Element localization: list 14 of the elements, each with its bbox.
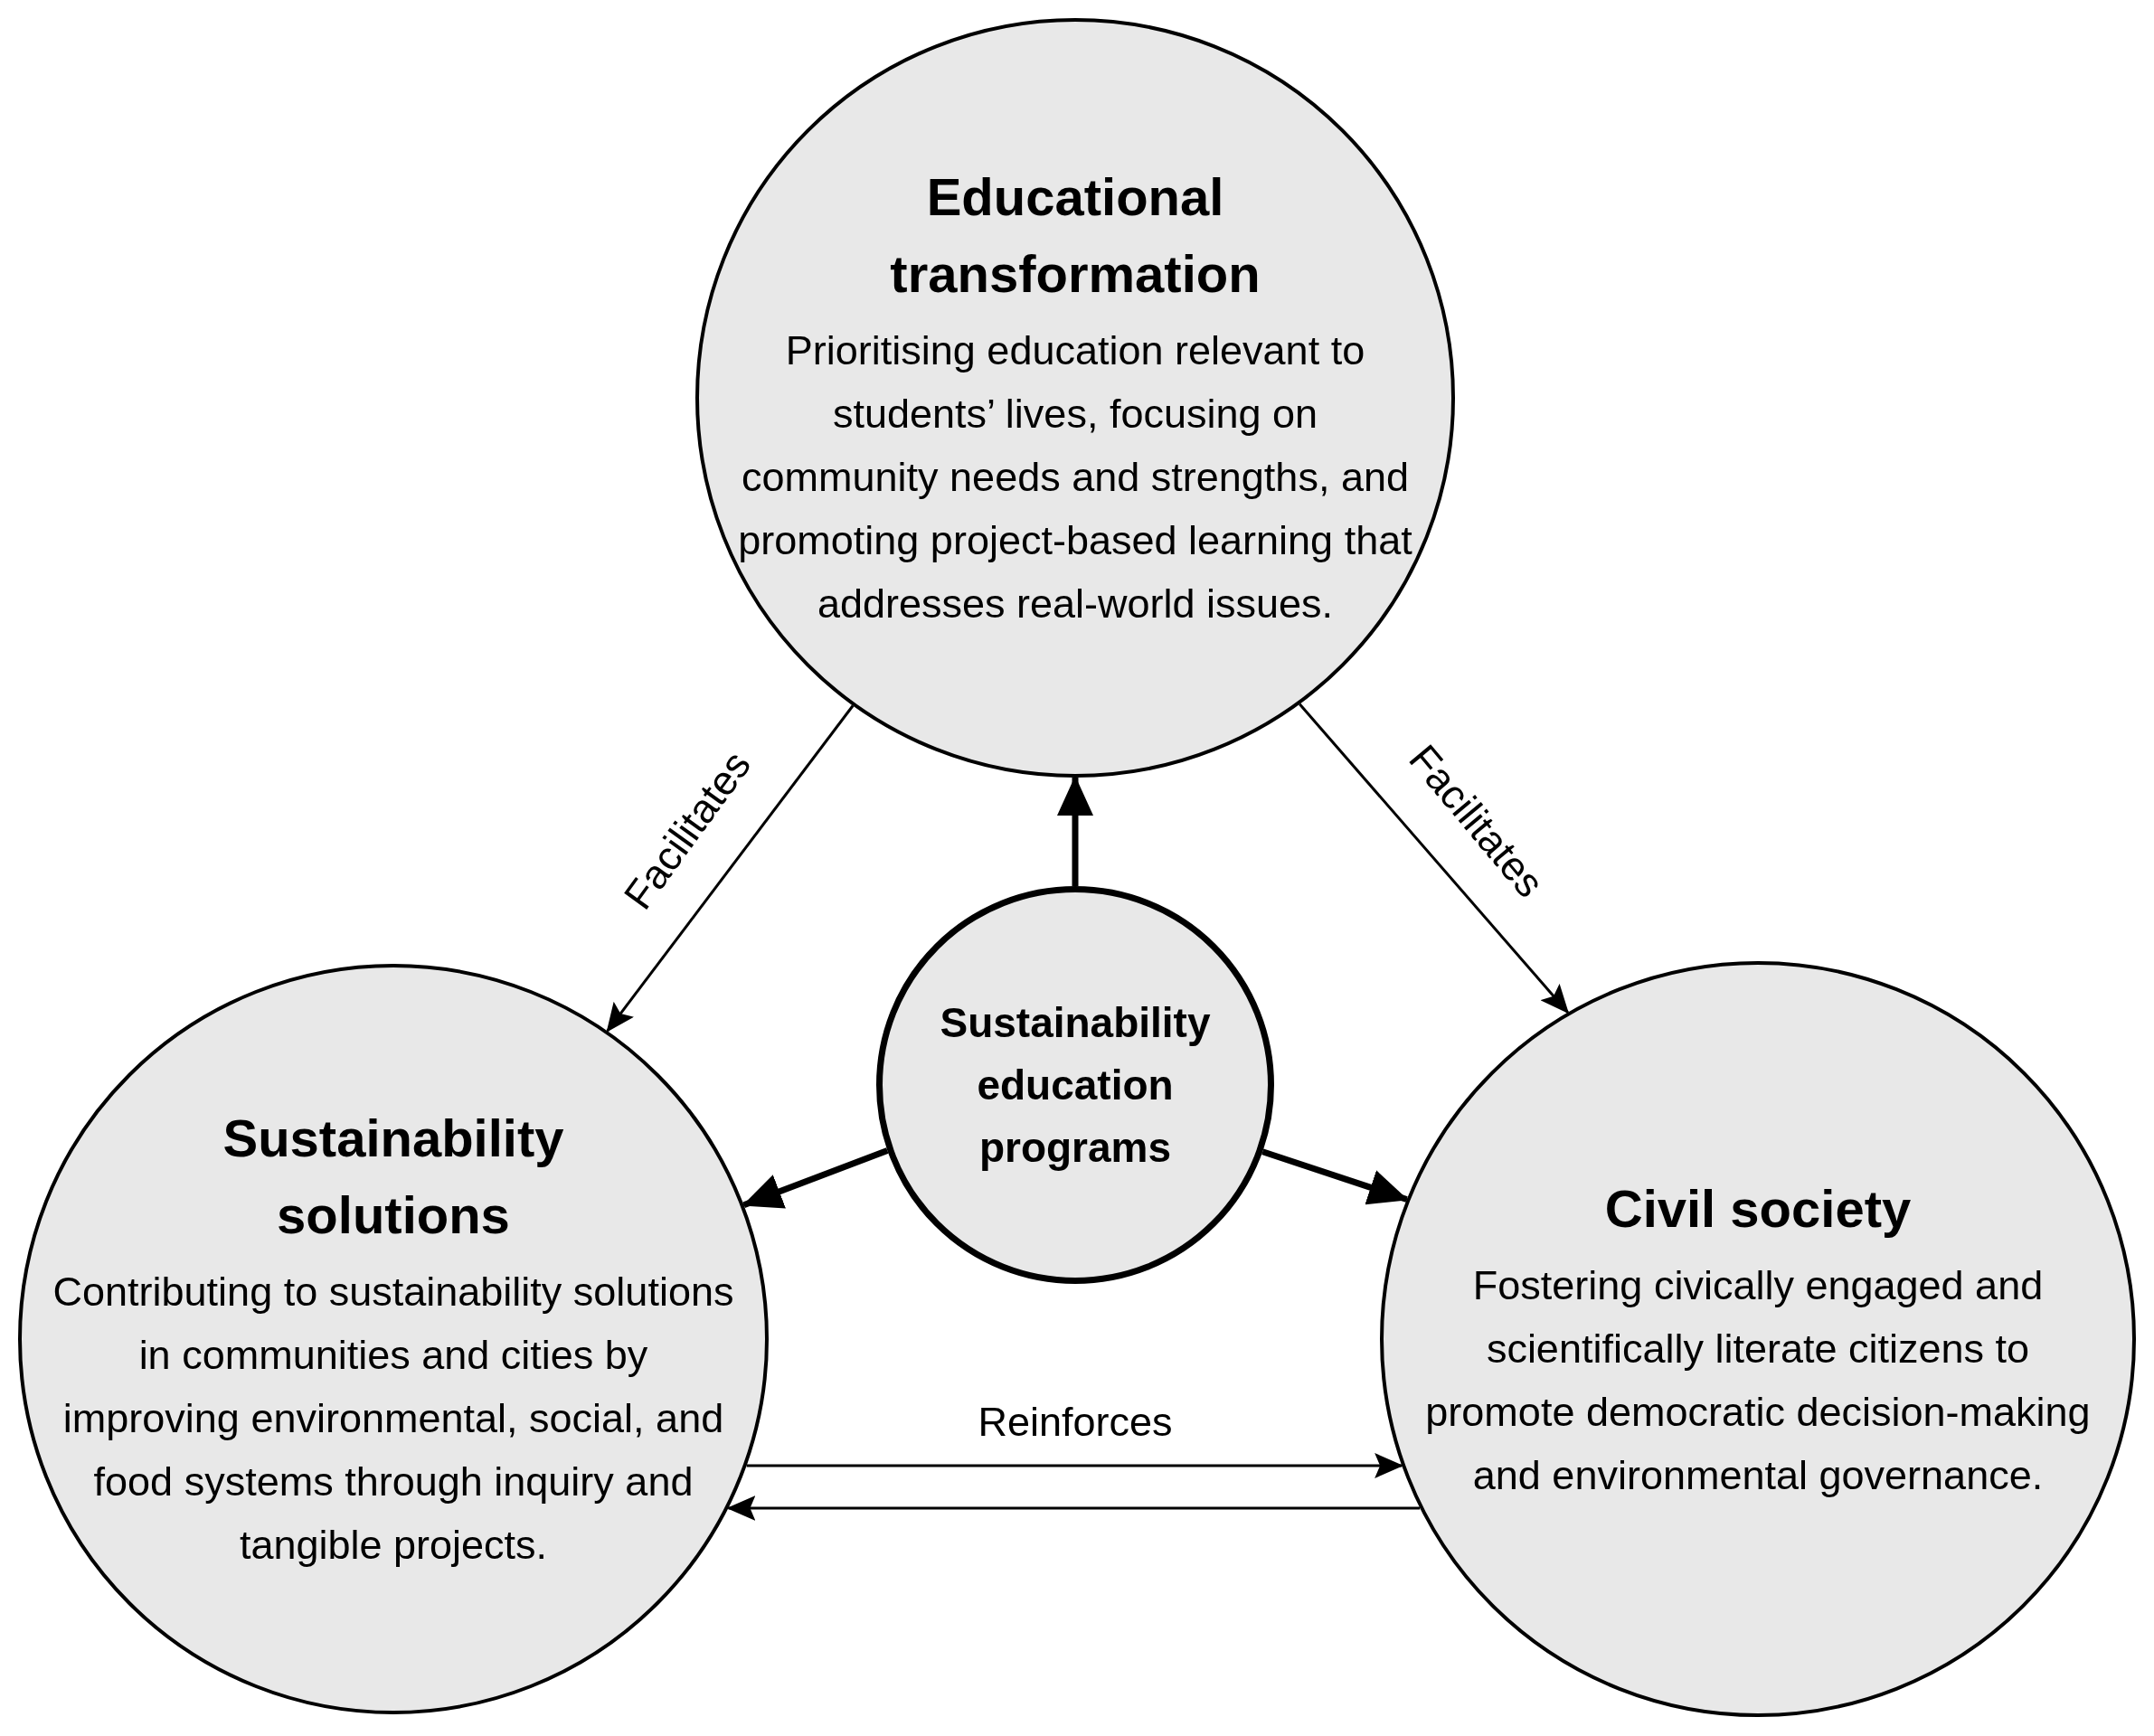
circle-description: Prioritising education relevant to students’ lives, focusing on community needs and strengths, and promoting project-based learning that addresses real-world issues. xyxy=(737,326,1413,629)
arrow xyxy=(726,1495,1421,1521)
circle-description: Fostering civically engaged and scientifically literate citizens to promote democratic decision-making and environmental governance. xyxy=(1424,1260,2092,1501)
arrow xyxy=(1057,776,1093,886)
circle-description: Contributing to sustainability solutions in communities and cities by improving environmental, social, and food systems through inquiry and tangible projects. xyxy=(52,1267,735,1571)
arrow xyxy=(606,704,855,1033)
arrow xyxy=(746,1453,1404,1478)
circle-heading: Sustainability education programs xyxy=(939,997,1212,1173)
circle-heading: Sustainability solutions xyxy=(222,1108,565,1246)
circle-heading: Educational transformation xyxy=(889,166,1261,305)
arrow xyxy=(1261,1148,1409,1205)
arrow xyxy=(1299,703,1570,1014)
circle-heading: Civil society xyxy=(1603,1177,1913,1240)
arrow xyxy=(742,1147,889,1209)
